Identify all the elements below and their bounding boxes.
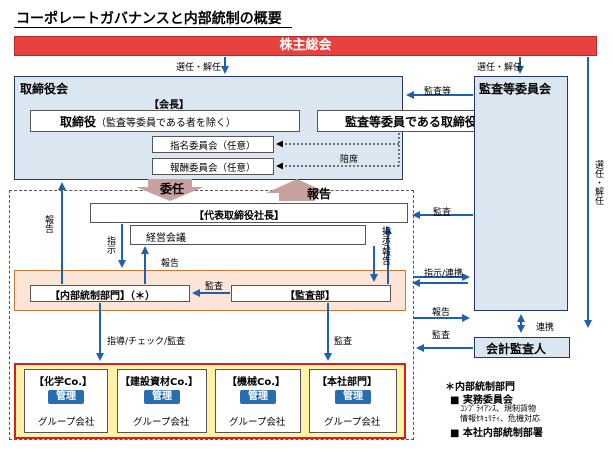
accounting-auditor-label: 会計監査人 <box>486 342 547 356</box>
management-meeting-box <box>130 225 366 245</box>
report-mid-label: 報告 <box>161 259 180 269</box>
report-left-label: 報告 <box>43 215 53 233</box>
nomination-committee-label: 指名委員会（任意） <box>170 141 256 152</box>
audit-dept-label: 【監査部】 <box>285 291 335 302</box>
company-hq-sub: グループ会社 <box>324 417 381 428</box>
elect-dismiss-left-label: 選任・解任 <box>176 63 222 73</box>
attend-label: 陪席 <box>340 155 359 165</box>
company-machinery-sub: グループ会社 <box>229 417 286 428</box>
elect-dismiss-right-label: 選任・解任 <box>477 63 523 73</box>
president-label: 【代表取締役社長】 <box>194 211 284 222</box>
director-box <box>30 110 300 132</box>
notes-item2: ■ 本社内部統制部署 <box>450 428 543 439</box>
chair-label: 【会長】 <box>149 100 189 111</box>
compensation-committee-box <box>152 158 274 175</box>
notes-item1-sub1: ｺﾝﾌﾟﾗｲｱﾝｽ、規制貨物 <box>460 404 536 413</box>
delegate-arrow <box>136 179 204 201</box>
company-machinery-name: 【機械Co.】 <box>227 377 286 388</box>
company-chemical-badge: 管理 <box>48 390 84 404</box>
notes-title: ＊内部統制部門 <box>445 382 515 393</box>
report-right-label: 報告 <box>432 308 451 318</box>
page-title: コーポレートガバナンスと内部統制の概要 <box>16 11 282 27</box>
audit-president-label: 監査 <box>433 208 452 218</box>
audit-committee-box <box>474 76 568 311</box>
title-underline <box>14 27 292 28</box>
company-chemical-sub: グループ会社 <box>38 417 95 428</box>
instruct-report-label: 指示/報告 <box>380 226 390 266</box>
guide-check-audit-label: 指導/チェック/監査 <box>107 337 186 347</box>
report-arrow <box>266 179 328 201</box>
company-machinery-badge: 管理 <box>240 390 276 404</box>
company-construction-name: 【建設資材Co.】 <box>120 377 199 388</box>
internal-control-dept-box <box>30 285 190 302</box>
audit-between-label: 監査 <box>205 282 224 292</box>
company-construction-badge: 管理 <box>144 390 180 404</box>
company-hq-badge: 管理 <box>335 390 371 404</box>
delegate-label: 委任 <box>160 182 185 196</box>
shareholders-meeting-box: 株主総会 <box>14 36 597 56</box>
instruct-coop-label: 指示/連携 <box>424 269 464 279</box>
accounting-auditor-box <box>474 337 570 358</box>
nomination-committee-box <box>152 136 274 153</box>
audit-dept-box <box>231 285 391 302</box>
audit-committee-label: 監査等委員会 <box>479 82 552 96</box>
management-meeting-label: 経営会議 <box>146 233 186 244</box>
coop-label: 連携 <box>536 323 555 333</box>
audit-etc-label: 監査等 <box>424 87 452 97</box>
instruct-label: 指示 <box>105 236 115 254</box>
elect-dismiss-vertical-label: 選任・解任 <box>593 160 603 205</box>
report-big-label: 報告 <box>307 187 332 201</box>
company-chemical-name: 【化学Co.】 <box>34 377 93 388</box>
company-hq-name: 【本社部門】 <box>317 377 377 388</box>
board-title: 取締役会 <box>20 82 69 96</box>
notes-item1: ■ 実務委員会 <box>450 395 513 406</box>
audit-accounting-label: 監査 <box>432 331 451 341</box>
compensation-committee-label: 報酬委員会（任意） <box>170 163 256 174</box>
president-box <box>90 203 408 223</box>
audit-down-label: 監査 <box>334 337 353 347</box>
director-label: 取締役（監査等委員である者を除く） <box>60 115 236 129</box>
audit-director-label: 監査等委員である取締役 <box>345 115 477 129</box>
company-construction-sub: グループ会社 <box>133 417 190 428</box>
internal-control-dept-label: 【内部統制部門】（＊） <box>50 291 155 302</box>
notes-item1-sub2: 情報ｾｷｭﾘﾃｨ、危機対応 <box>460 414 540 423</box>
executive-area <box>9 190 414 440</box>
